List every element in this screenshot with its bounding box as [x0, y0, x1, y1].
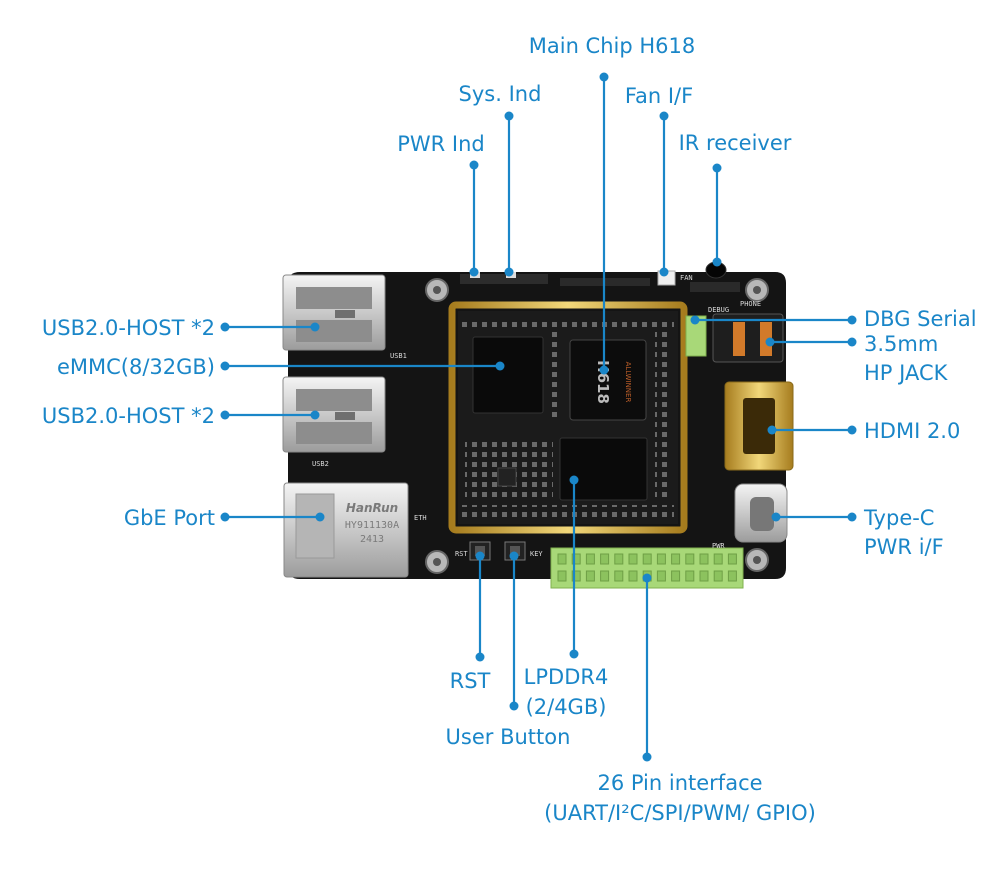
label-pwr-ind: PWR Ind: [397, 132, 485, 156]
leader-fan: [659, 111, 669, 277]
lpddr4-chip: [559, 437, 648, 501]
label-jack-2: HP JACK: [864, 361, 949, 385]
gpio-pin: [671, 553, 681, 565]
silk-pwr: PWR: [712, 542, 725, 550]
leader-usb-bottom: [220, 410, 320, 420]
gpio-pin: [614, 570, 624, 582]
ethernet-model: HY911130A: [345, 520, 399, 531]
silk-key: KEY: [530, 550, 543, 558]
hdmi-port: [724, 381, 794, 471]
label-lpddr4-1: LPDDR4: [524, 665, 609, 689]
h618-soc: H618 ALLWINNER: [569, 339, 647, 421]
label-emmc: eMMC(8/32GB): [57, 355, 215, 379]
leader-rst: [475, 551, 485, 662]
silk-phone: PHONE: [740, 300, 761, 308]
mounting-hole-bottom-right: [745, 548, 769, 572]
silk-debug: DEBUG: [708, 306, 729, 314]
leader-main-chip: [599, 72, 609, 375]
label-26pin-1: 26 Pin interface: [597, 771, 762, 795]
leader-typec: [771, 512, 857, 522]
gpio-pin: [557, 553, 567, 565]
gpio-pin: [685, 570, 695, 582]
label-lpddr4-2: (2/4GB): [526, 695, 607, 719]
usb-port-top: [282, 274, 386, 351]
ethernet-brand: HanRun: [346, 501, 398, 515]
gpio-pin: [628, 553, 638, 565]
mounting-hole-bottom-left: [425, 550, 449, 574]
leader-usb-top: [220, 322, 320, 332]
gpio-pin: [713, 570, 723, 582]
label-fan: Fan I/F: [625, 84, 693, 108]
soc-code: ALLWINNER: [624, 362, 632, 403]
usb-port-bottom: [282, 376, 386, 453]
ethernet-date: 2413: [360, 534, 384, 545]
gpio-pin: [557, 570, 567, 582]
label-ir: IR receiver: [679, 131, 792, 155]
rst-button: [469, 541, 491, 561]
label-usb-top: USB2.0-HOST *2: [42, 316, 215, 340]
gpio-pin: [656, 570, 666, 582]
label-user-button: User Button: [446, 725, 571, 749]
gpio-pins: [557, 553, 737, 582]
gpio-pin: [628, 570, 638, 582]
emmc-chip: [472, 336, 544, 414]
label-rst: RST: [450, 669, 491, 693]
gpio-pin: [585, 570, 595, 582]
label-main-chip: Main Chip H618: [529, 34, 696, 58]
silk-eth: ETH: [414, 514, 427, 522]
gpio-pin: [685, 553, 695, 565]
leader-sys-ind: [504, 111, 514, 277]
leader-dbg: [690, 315, 857, 325]
silk-usb1: USB1: [390, 352, 407, 360]
gpio-pin: [727, 553, 737, 565]
leader-hdmi: [767, 425, 857, 435]
gpio-pin: [656, 553, 666, 565]
usbc-port: [734, 483, 788, 543]
label-jack-1: 3.5mm: [864, 332, 938, 356]
gpio-pin: [699, 570, 709, 582]
label-gbe: GbE Port: [124, 506, 215, 530]
leader-pwr-ind: [469, 160, 479, 277]
silk-rst: RST: [455, 550, 468, 558]
leader-jack: [765, 337, 857, 347]
leader-user-button: [509, 551, 519, 711]
leader-lpddr4: [569, 475, 579, 659]
silk-usb2: USB2: [312, 460, 329, 468]
leader-gbe: [220, 512, 325, 522]
leader-26pin: [642, 573, 652, 762]
label-sys-ind: Sys. Ind: [459, 82, 542, 106]
label-usb-bottom: USB2.0-HOST *2: [42, 404, 215, 428]
gpio-pin: [671, 570, 681, 582]
label-hdmi: HDMI 2.0: [864, 419, 960, 443]
gpio-pin: [614, 553, 624, 565]
mounting-hole-top-left: [425, 278, 449, 302]
gpio-pin: [585, 553, 595, 565]
gpio-pin: [571, 553, 581, 565]
gpio-pin: [642, 553, 652, 565]
label-26pin-2: (UART/I²C/SPI/PWM/ GPIO): [544, 801, 816, 825]
leader-ir: [712, 163, 722, 267]
silk-fan: FAN: [680, 274, 693, 282]
label-typec-1: Type-C: [863, 506, 934, 530]
mounting-hole-top-right: [745, 278, 769, 302]
ethernet-port: HanRun HY911130A 2413: [283, 482, 409, 578]
gpio-pin: [600, 570, 610, 582]
gpio-pin: [571, 570, 581, 582]
label-dbg: DBG Serial: [864, 307, 977, 331]
gpio-pin: [713, 553, 723, 565]
gpio-pin: [699, 553, 709, 565]
audio-jack: [712, 313, 784, 363]
gpio-pin: [600, 553, 610, 565]
gpio-pin: [727, 570, 737, 582]
leader-emmc: [220, 361, 505, 371]
label-typec-2: PWR i/F: [864, 535, 944, 559]
